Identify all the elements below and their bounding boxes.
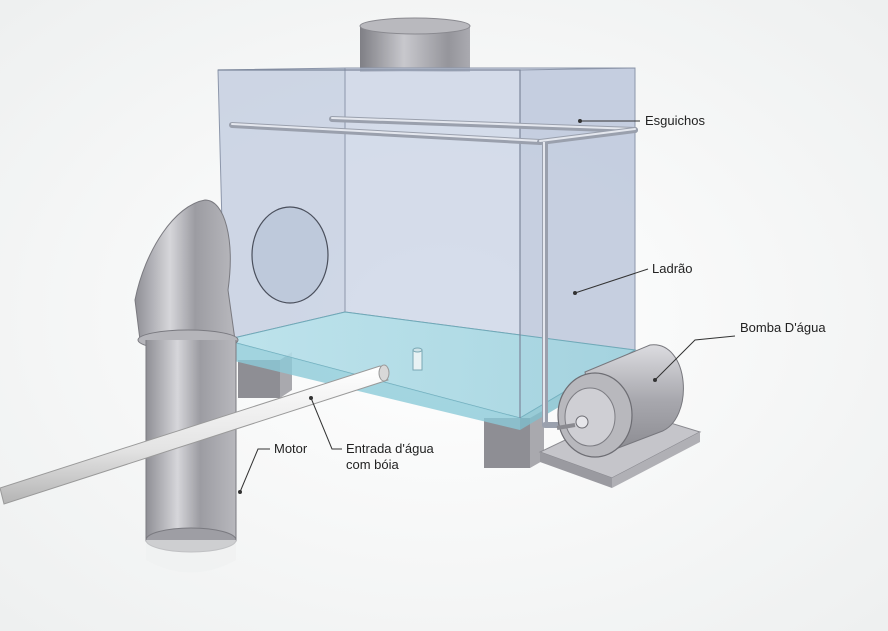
nozzle-pipe-system (229, 116, 638, 428)
label-pump: Bomba D'água (740, 320, 826, 335)
leader-water-inlet (310, 397, 342, 450)
label-water-inlet: Entrada d'água com bóia (346, 441, 434, 473)
air-duct (134, 199, 239, 573)
leader-overflow (574, 268, 649, 294)
label-overflow: Ladrão (652, 261, 693, 276)
leader-lines (238, 119, 736, 494)
fan-opening (251, 206, 329, 304)
label-water-inlet-line1: Entrada d'água (346, 441, 434, 456)
water-inlet-pipe (0, 364, 390, 505)
water-pump (538, 344, 702, 488)
leader-pump (654, 335, 736, 381)
leader-motor (239, 448, 270, 493)
label-water-inlet-line2: com bóia (346, 457, 399, 472)
top-duct (359, 17, 471, 72)
overflow-pipe (412, 347, 423, 371)
label-motor: Motor (274, 441, 308, 456)
tank-front-outline (218, 69, 521, 418)
label-nozzles: Esguichos (645, 113, 705, 128)
